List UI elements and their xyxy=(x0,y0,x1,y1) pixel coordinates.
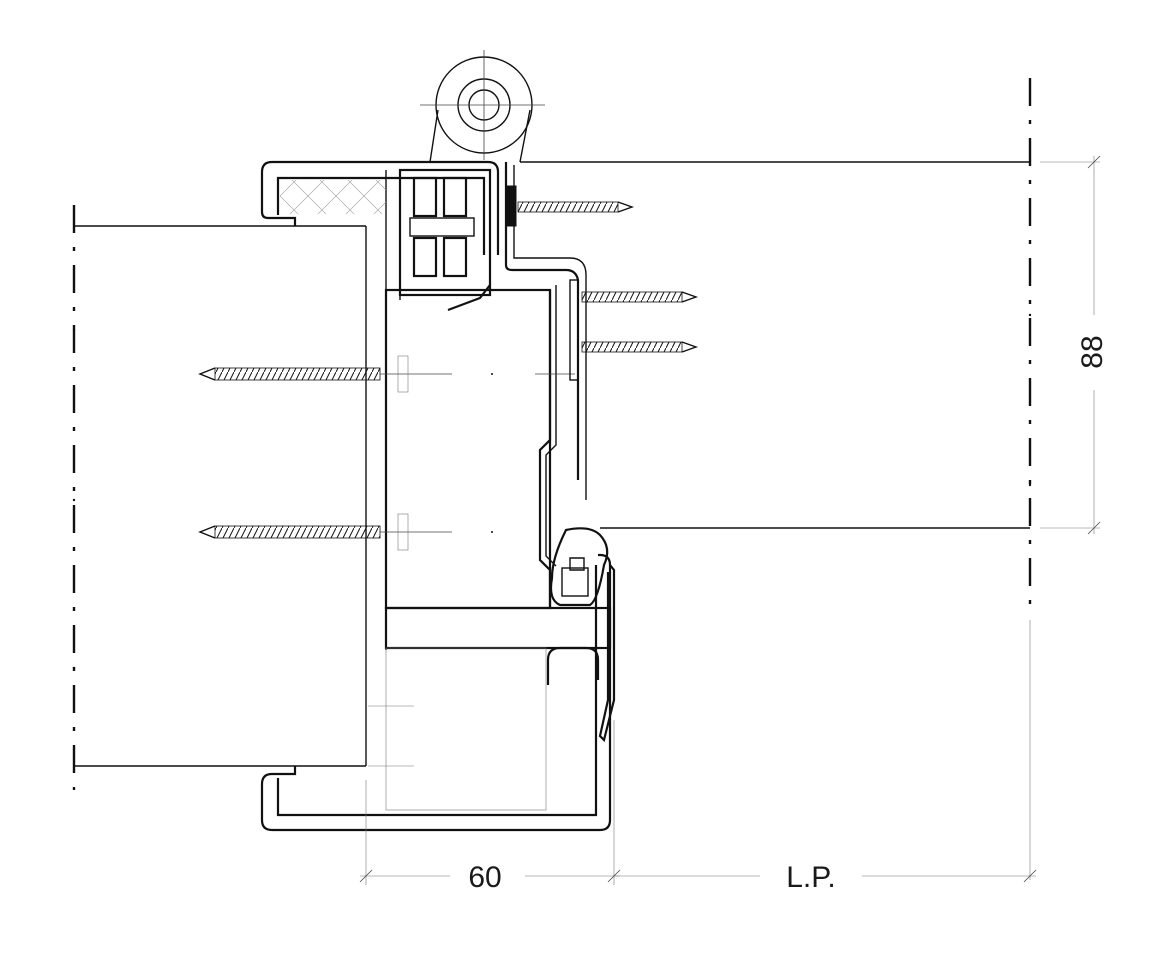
frame-profile xyxy=(260,160,612,832)
screw-left-lower xyxy=(198,513,452,551)
wall-section-left xyxy=(72,205,367,790)
door-leaf-panel xyxy=(368,285,612,811)
screw-right-lower xyxy=(581,341,699,353)
dimension-height: 88 xyxy=(1040,155,1109,535)
screw-hinge xyxy=(517,201,635,213)
dimension-opening: L.P. xyxy=(614,861,1037,894)
screw-left-upper xyxy=(198,355,452,393)
height-dimension-label: 88 xyxy=(1076,335,1109,368)
fixing-screws xyxy=(198,201,699,551)
reference-marks xyxy=(72,313,1032,670)
gasket-seal xyxy=(549,527,616,743)
screw-right-upper xyxy=(581,291,699,303)
width-dimension-label: 60 xyxy=(468,861,501,894)
wall-section-right xyxy=(520,78,1032,880)
opening-dimension-label: L.P. xyxy=(786,861,836,894)
hinge-knuckle xyxy=(398,50,587,500)
dimension-width: 60 xyxy=(359,720,621,894)
